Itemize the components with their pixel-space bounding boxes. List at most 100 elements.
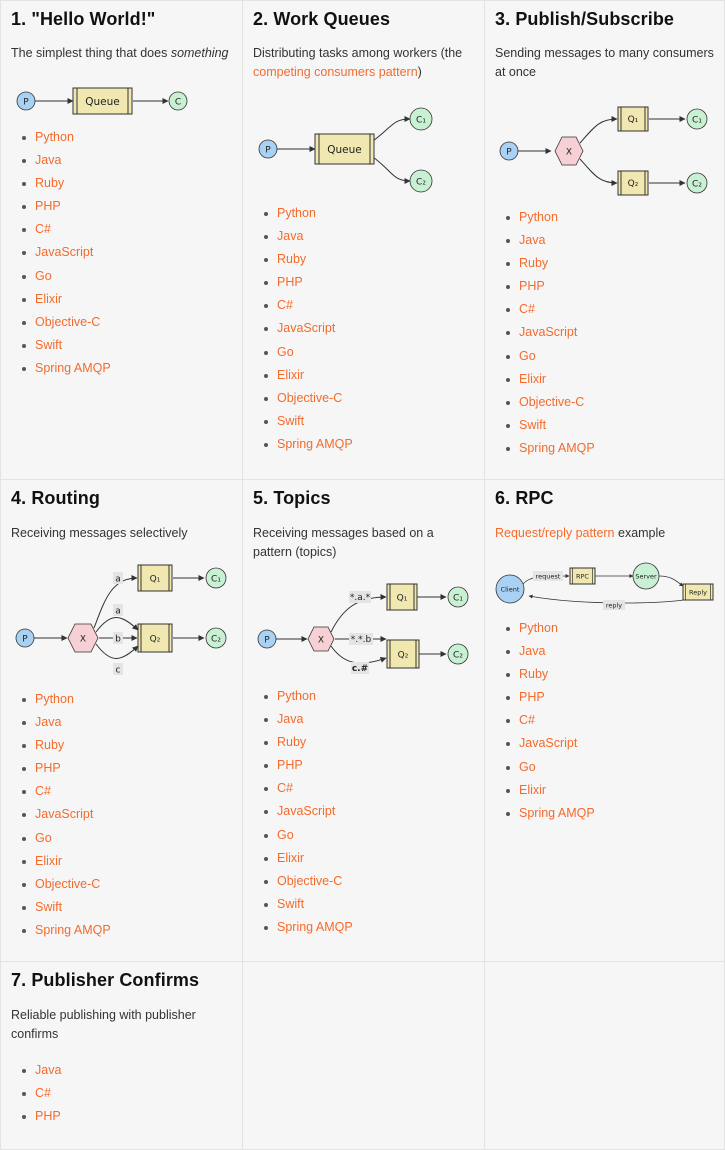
language-list-item: Java [22, 149, 111, 172]
language-list-item: Elixir [506, 368, 595, 391]
server-node [632, 562, 660, 590]
empty-cell [242, 961, 485, 1150]
language-link[interactable]: Elixir [519, 782, 547, 797]
language-list-item: JavaScript [22, 803, 111, 826]
language-link[interactable]: Elixir [277, 367, 305, 382]
language-link[interactable]: Python [519, 621, 558, 635]
consumer-2-node [409, 169, 433, 193]
language-link[interactable]: C# [277, 298, 293, 313]
card-title: 5. Topics [253, 488, 331, 508]
language-list-item: C# [22, 780, 111, 803]
language-list-item: JavaScript [506, 732, 595, 755]
language-link[interactable]: Objective-C [519, 394, 585, 409]
tutorial-card-topics: 5. Topics Receiving messages based on a … [242, 479, 485, 962]
language-link[interactable]: Elixir [277, 850, 305, 865]
rpc-diagram: request reply Client RPC Server Reply [495, 562, 714, 610]
diagram-label: a [115, 575, 121, 585]
language-link[interactable]: Swift [35, 337, 63, 352]
language-link[interactable]: JavaScript [519, 325, 578, 340]
language-link[interactable]: Python [35, 692, 74, 706]
language-link[interactable]: PHP [277, 758, 303, 773]
language-link[interactable]: Ruby [35, 176, 65, 191]
diagram-label: *.a.* [350, 593, 371, 603]
language-link[interactable]: PHP [519, 279, 545, 294]
language-link[interactable]: JavaScript [519, 736, 578, 751]
language-link[interactable]: Java [277, 712, 304, 727]
language-link[interactable]: JavaScript [35, 245, 94, 260]
language-list-item: Elixir [22, 850, 111, 873]
language-link[interactable]: PHP [519, 690, 545, 705]
competing-consumers-link[interactable]: competing consumers pattern [253, 65, 418, 79]
language-link[interactable]: Objective-C [277, 390, 343, 405]
language-link[interactable]: Swift [277, 896, 305, 911]
language-link[interactable]: Ruby [519, 256, 549, 271]
hello-world-diagram: P Queue C [16, 87, 188, 115]
language-link[interactable]: JavaScript [277, 321, 336, 336]
language-link[interactable]: C# [277, 781, 293, 796]
language-link[interactable]: JavaScript [277, 804, 336, 819]
card-description: Distributing tasks among workers (the co… [253, 46, 463, 79]
language-link[interactable]: Go [35, 268, 52, 283]
language-link[interactable]: C# [35, 1086, 51, 1101]
language-list-item: Ruby [506, 252, 595, 275]
card-title: 7. Publisher Confirms [11, 970, 200, 990]
language-link[interactable]: Java [35, 153, 62, 168]
language-link[interactable]: Spring AMQP [519, 440, 595, 455]
language-link[interactable]: Elixir [35, 291, 63, 306]
language-link[interactable]: Objective-C [277, 873, 343, 888]
language-link[interactable]: Spring AMQP [35, 922, 111, 937]
language-link[interactable]: Java [277, 229, 304, 244]
language-list-item: Java [264, 708, 353, 731]
language-link[interactable]: Python [519, 210, 558, 224]
language-list-item: Swift [22, 896, 111, 919]
language-list-item: Java [264, 225, 353, 248]
language-link[interactable]: Ruby [35, 738, 65, 753]
language-link[interactable]: PHP [277, 275, 303, 290]
language-link[interactable]: C# [519, 713, 535, 728]
language-link[interactable]: Go [519, 759, 536, 774]
consumer-1-node [447, 586, 469, 608]
language-link[interactable]: Spring AMQP [519, 805, 595, 820]
language-link[interactable]: Python [277, 689, 316, 703]
consumer-node [168, 91, 188, 111]
language-link[interactable]: Java [35, 1063, 62, 1077]
language-link[interactable]: Elixir [519, 371, 547, 386]
language-link[interactable]: Go [277, 827, 294, 842]
language-link[interactable]: Swift [35, 899, 63, 914]
language-link[interactable]: Elixir [35, 853, 63, 868]
language-link[interactable]: PHP [35, 1109, 61, 1124]
diagram-label: P [265, 146, 271, 156]
consumer-1-node [205, 567, 227, 589]
diagram-label: Q₁ [397, 594, 408, 604]
language-link[interactable]: Go [277, 344, 294, 359]
language-link[interactable]: PHP [35, 761, 61, 776]
language-link[interactable]: Java [35, 715, 62, 730]
language-link[interactable]: C# [35, 222, 51, 237]
language-link[interactable]: C# [35, 784, 51, 799]
language-link[interactable]: Go [519, 348, 536, 363]
language-list-item: Ruby [22, 172, 111, 195]
language-link[interactable]: Java [519, 644, 546, 659]
language-link[interactable]: Go [35, 830, 52, 845]
language-list-item: Ruby [506, 663, 595, 686]
language-link[interactable]: C# [519, 302, 535, 317]
language-link[interactable]: Ruby [277, 252, 307, 267]
language-link[interactable]: Spring AMQP [35, 360, 111, 375]
request-reply-pattern-link[interactable]: Request/reply pattern [495, 526, 615, 540]
language-link[interactable]: Python [35, 130, 74, 144]
empty-cell [484, 961, 725, 1150]
language-link[interactable]: PHP [35, 199, 61, 214]
language-link[interactable]: Swift [277, 413, 305, 428]
language-link[interactable]: Spring AMQP [277, 436, 353, 451]
language-link[interactable]: JavaScript [35, 807, 94, 822]
card-title: 3. Publish/Subscribe [495, 9, 675, 29]
language-link[interactable]: Swift [519, 417, 547, 432]
language-link[interactable]: Java [519, 233, 546, 248]
language-link[interactable]: Ruby [519, 667, 549, 682]
language-link[interactable]: Objective-C [35, 314, 101, 329]
language-link[interactable]: Objective-C [35, 876, 101, 891]
language-link[interactable]: Python [277, 206, 316, 220]
language-link[interactable]: Spring AMQP [277, 919, 353, 934]
exchange-node [67, 623, 99, 653]
language-link[interactable]: Ruby [277, 735, 307, 750]
